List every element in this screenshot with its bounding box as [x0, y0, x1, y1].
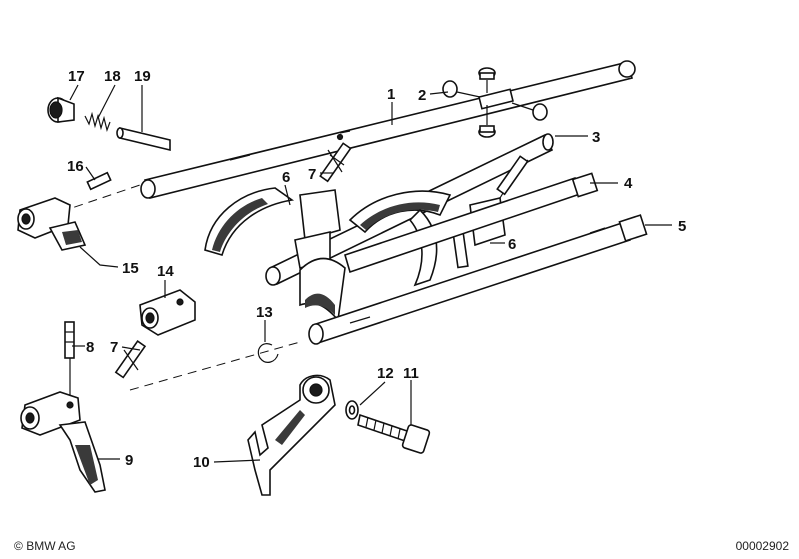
copyright-icon: © — [14, 539, 23, 553]
label-part-7-upper: 7 — [308, 166, 316, 183]
brand-name: BMW AG — [26, 539, 76, 553]
part-12-washer — [345, 400, 359, 420]
part-13-circlip — [257, 343, 279, 363]
part-2-detent-pins — [442, 67, 548, 138]
part-6-shift-fork-upper — [204, 187, 346, 322]
part-16-pin — [86, 171, 112, 191]
label-part-1: 1 — [387, 86, 395, 103]
label-part-12: 12 — [377, 365, 394, 382]
part-18-spring — [84, 111, 111, 133]
part-7-roll-pin-right — [496, 155, 529, 196]
part-7-roll-pin-lower — [114, 340, 147, 379]
label-part-5: 5 — [678, 218, 686, 235]
label-part-10: 10 — [193, 454, 210, 471]
part-5-selector-rod — [129, 214, 648, 391]
part-11-bolt — [357, 413, 431, 454]
part-17-plug — [47, 96, 75, 123]
label-part-18: 18 — [104, 68, 121, 85]
label-part-11: 11 — [403, 365, 419, 382]
part-15-selector-head — [17, 197, 87, 251]
document-number: 00002902 — [735, 539, 789, 553]
part-14-guide-block — [139, 289, 196, 336]
label-part-8: 8 — [86, 339, 94, 356]
label-part-3: 3 — [592, 129, 600, 146]
copyright-brand: © BMW AG — [14, 539, 76, 553]
leader-lines — [69, 84, 672, 463]
part-19-detent-plunger — [116, 126, 171, 152]
label-part-9: 9 — [125, 452, 133, 469]
label-part-6-lower: 6 — [508, 236, 516, 253]
label-part-14: 14 — [157, 263, 174, 280]
label-part-17: 17 — [68, 68, 85, 85]
label-part-6-upper: 6 — [282, 169, 290, 186]
label-part-16: 16 — [67, 158, 84, 175]
part-4-selector-rod — [344, 172, 599, 274]
label-part-2: 2 — [418, 87, 426, 104]
part-8-roll-pin — [64, 321, 75, 400]
label-part-7-lower: 7 — [110, 339, 118, 356]
label-part-15: 15 — [122, 260, 139, 277]
label-part-19: 19 — [134, 68, 151, 85]
label-part-13: 13 — [256, 304, 273, 321]
part-10-relay-lever — [247, 374, 336, 496]
label-part-4: 4 — [624, 175, 633, 192]
part-9-shift-lever — [20, 391, 106, 493]
part-7-roll-pin-upper — [319, 142, 352, 183]
